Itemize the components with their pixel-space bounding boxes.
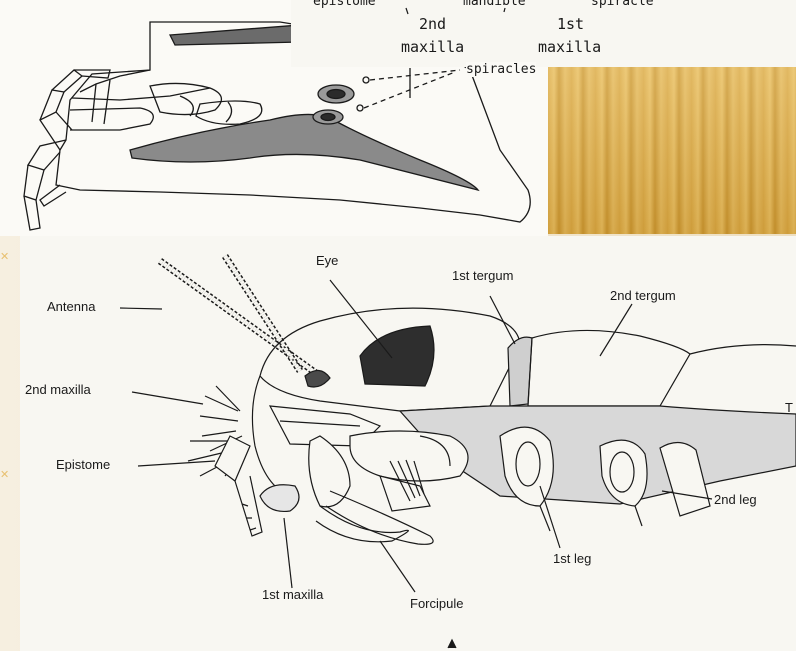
centipede-head-drawing	[20, 236, 796, 651]
label-epistome: Epistome	[56, 457, 110, 472]
label-forcipule: Forcipule	[410, 596, 463, 611]
label-first-maxilla: 1st maxilla	[262, 587, 323, 602]
label-strip-image: epistome mandible spiracle 2nd maxilla 1…	[291, 0, 796, 67]
gold-texture-panel	[548, 67, 796, 234]
centipede-head-image	[20, 236, 796, 651]
label-second-leg: 2nd leg	[714, 492, 757, 507]
label-eye: Eye	[316, 253, 338, 268]
label-strip-ticks	[291, 0, 796, 67]
label-first-leg: 1st leg	[553, 551, 591, 566]
label-second-maxilla: 2nd maxilla	[25, 382, 91, 397]
label-t-mark: T	[785, 400, 793, 415]
label-antenna: Antenna	[47, 299, 95, 314]
label-spiracles: spiracles	[466, 62, 536, 77]
label-first-tergum: 1st tergum	[452, 268, 513, 283]
label-second-tergum: 2nd tergum	[610, 288, 676, 303]
